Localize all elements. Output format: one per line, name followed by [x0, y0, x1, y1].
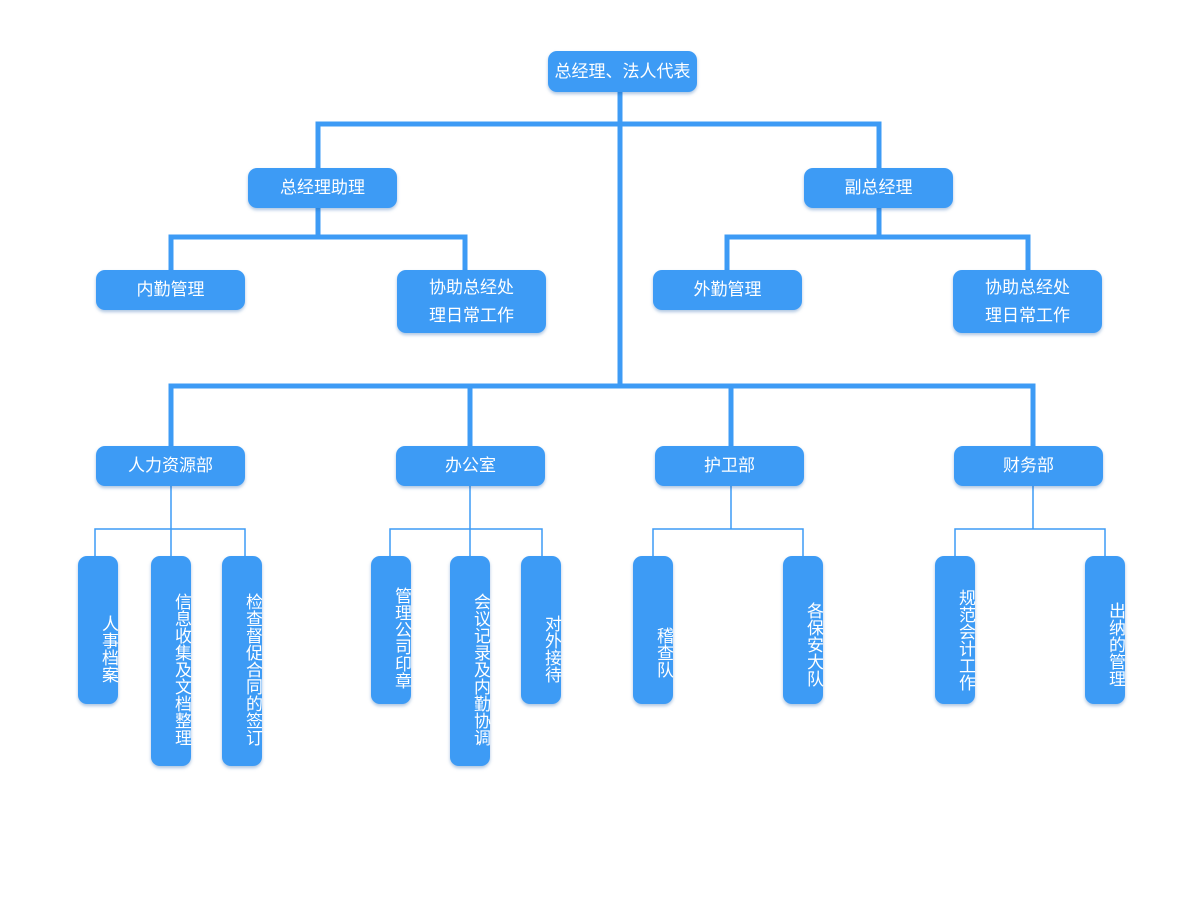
connector-finance-units: [954, 486, 1106, 556]
node-dept-office: 办公室: [396, 446, 545, 486]
node-dept-security: 护卫部: [655, 446, 804, 486]
node-office-unit-label: 对外接待: [541, 615, 561, 683]
node-dept-hr: 人力资源部: [96, 446, 245, 486]
node-dept-security-label: 护卫部: [704, 456, 755, 476]
node-hr-unit: 信息收集及文档整理: [151, 556, 191, 766]
node-ceo-label: 总经理、法人代表: [554, 61, 691, 82]
node-office-unit: 会议记录及内勤协调: [450, 556, 490, 766]
node-finance-unit-label: 规范会计工作: [955, 589, 975, 691]
node-external-management-label: 外勤管理: [693, 280, 762, 300]
node-assist-right-line1: 协助总经处: [985, 277, 1070, 298]
node-assist-right: 协助总经处理日常工作: [953, 270, 1102, 333]
node-office-unit: 对外接待: [521, 556, 561, 704]
node-hr-unit-label: 人事档案: [98, 615, 118, 683]
node-security-unit-label: 稽查队: [653, 627, 673, 678]
node-internal-management-label: 内勤管理: [136, 280, 205, 300]
node-internal-management: 内勤管理: [96, 270, 245, 310]
node-security-unit: 稽查队: [633, 556, 673, 704]
node-office-unit-label: 会议记录及内勤协调: [470, 592, 490, 746]
node-deputy: 副总经理: [804, 168, 953, 208]
node-external-management: 外勤管理: [653, 270, 802, 310]
node-hr-unit: 人事档案: [78, 556, 118, 704]
node-hr-unit-label: 信息收集及文档整理: [171, 592, 191, 746]
node-deputy-label: 副总经理: [844, 178, 913, 198]
node-hr-unit: 检查督促合同的签订: [222, 556, 262, 766]
node-assist-left-line1: 协助总经处: [429, 277, 514, 298]
connector-ceo-level2: [315, 121, 882, 168]
connector-hr-units: [94, 486, 246, 556]
node-assist-left-line2: 理日常工作: [429, 305, 514, 326]
node-assist-right-line2: 理日常工作: [985, 305, 1070, 326]
node-assistant-label: 总经理助理: [280, 178, 365, 198]
node-finance-unit: 出纳的管理: [1085, 556, 1125, 704]
node-dept-hr-label: 人力资源部: [128, 456, 213, 476]
node-dept-office-label: 办公室: [445, 456, 496, 476]
node-security-unit: 各保安大队: [783, 556, 823, 704]
node-security-unit-label: 各保安大队: [803, 601, 823, 687]
connector-departments: [168, 383, 1036, 446]
connector-security-units: [652, 486, 804, 556]
node-office-unit: 管理公司印章: [371, 556, 411, 704]
thin-connectors: [94, 486, 1106, 556]
node-finance-unit-label: 出纳的管理: [1105, 601, 1125, 687]
node-ceo: 总经理、法人代表: [548, 51, 697, 92]
connector-office-units: [389, 486, 543, 556]
thick-connectors: [168, 92, 1036, 446]
node-assistant: 总经理助理: [248, 168, 397, 208]
node-hr-unit-label: 检查督促合同的签订: [242, 592, 262, 746]
node-dept-finance: 财务部: [954, 446, 1103, 486]
connector-deputy-children: [724, 208, 1031, 270]
connector-assistant-children: [168, 208, 468, 270]
node-office-unit-label: 管理公司印章: [391, 587, 411, 689]
node-finance-unit: 规范会计工作: [935, 556, 975, 704]
node-dept-finance-label: 财务部: [1003, 456, 1054, 476]
node-assist-left: 协助总经处理日常工作: [397, 270, 546, 333]
